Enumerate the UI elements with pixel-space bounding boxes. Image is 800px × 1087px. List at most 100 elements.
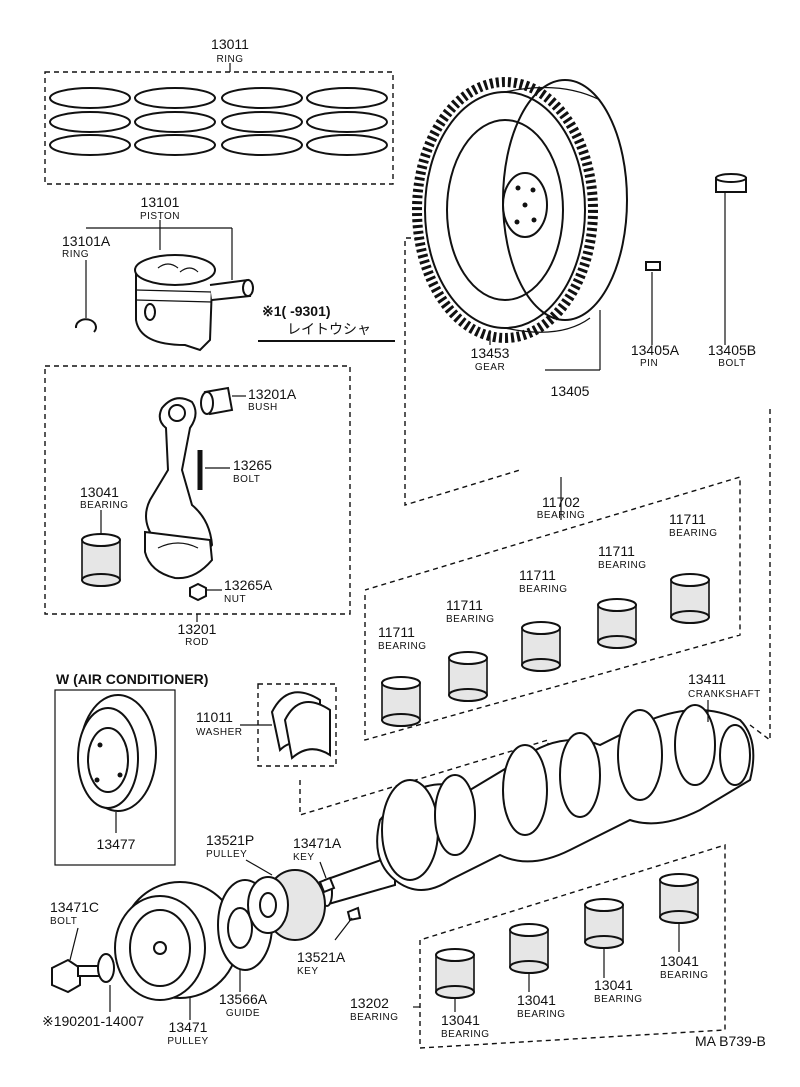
main-bearing-4-name: BEARING (598, 560, 647, 571)
pin-number: 13405A (631, 342, 680, 358)
ring-stack-4 (306, 87, 388, 156)
gear-number: 13453 (471, 345, 510, 361)
flywheel-number: 13405 (551, 383, 590, 399)
main-bearing-set-number: 11702 (542, 494, 580, 510)
rod-group: 13201A BUSH 13265 BOLT 13041 BEARING 132… (44, 365, 351, 648)
crank-pulley (114, 881, 239, 1001)
crankshaft-number: 13411 (688, 671, 726, 687)
lower-bearing-3-number: 13041 (594, 977, 633, 993)
key-a (318, 876, 336, 894)
main-bearing-1 (381, 676, 421, 727)
main-bearing-box (364, 476, 741, 741)
main-bearing-set-name: BEARING (537, 510, 586, 521)
pin-name: PIN (640, 358, 658, 369)
rod-body (145, 397, 214, 558)
key-a-number: 13471A (293, 835, 342, 851)
rod-bolt-number: 13265 (233, 457, 272, 473)
snap-ring (74, 318, 97, 333)
pulley-name: PULLEY (167, 1036, 208, 1047)
main-bearing-1-name: BEARING (378, 641, 427, 652)
gear-pulley-name: PULLEY (206, 849, 247, 860)
lower-bearing-4-number: 13041 (660, 953, 699, 969)
lower-bearing-set-number: 13202 (350, 995, 389, 1011)
lower-bearing-2-name: BEARING (517, 1009, 566, 1020)
lower-bearing-1 (435, 948, 475, 999)
front-bolt (51, 953, 115, 994)
key-b-name: KEY (297, 966, 319, 977)
gear-name: GEAR (475, 362, 505, 373)
key-a-name: KEY (293, 852, 315, 863)
rod-bearing-name: BEARING (80, 500, 129, 511)
gear-pulley-number: 13521P (206, 832, 254, 848)
crankshaft-group: 13411 CRANKSHAFT (299, 405, 771, 907)
front-bolt-number: 13471C (50, 899, 99, 915)
washer-group: 11011 WASHER (196, 683, 337, 767)
lower-bearing-2 (509, 923, 549, 974)
lower-bearing-3 (584, 898, 624, 949)
lower-bearing-set-name: BEARING (350, 1012, 399, 1023)
lower-bearing-group: 13202 BEARING 13041 BEARING 13041 BEARIN… (350, 844, 726, 1049)
key-b (346, 906, 362, 922)
lower-bearing-4 (659, 873, 699, 924)
fly-bolt-number: 13405B (708, 342, 756, 358)
lower-bearing-1-name: BEARING (441, 1029, 490, 1040)
lower-bearing-1-number: 13041 (441, 1012, 480, 1028)
front-bolt-name: BOLT (50, 916, 77, 927)
washer-number: 11011 (196, 709, 233, 725)
washer-name: WASHER (196, 727, 243, 738)
rod-bearing-number: 13041 (80, 484, 119, 500)
main-bearing-5 (670, 573, 710, 624)
main-bearing-2-number: 11711 (446, 597, 483, 613)
piston-ring-name: RING (62, 249, 89, 260)
bush-name: BUSH (248, 402, 278, 413)
fly-bolt-name: BOLT (718, 358, 745, 369)
piston-ring-number: 13101A (62, 233, 111, 249)
rod-bearing (81, 533, 121, 587)
washer-ref: ※190201-14007 (42, 1013, 144, 1029)
pulley-number: 13471 (169, 1019, 208, 1035)
ring-set-box (44, 71, 394, 185)
front-pulley-group: 13521P PULLEY 13471A KEY 13521A KEY 1347… (42, 832, 362, 1047)
ring-gear-teeth (412, 77, 598, 343)
piston-number: 13101 (141, 194, 180, 210)
main-bearing-3-name: BEARING (519, 584, 568, 595)
note-group: ※1( -9301) レイトウシャ (258, 303, 395, 342)
rod-nut (189, 582, 207, 602)
main-bearing-5-number: 11711 (669, 511, 706, 527)
rod-name: ROD (185, 637, 209, 648)
rod-cap (144, 530, 214, 580)
ring-stack-1 (49, 87, 131, 156)
ac-title: W (AIR CONDITIONER) (56, 671, 208, 687)
rod-bolt-name: BOLT (233, 474, 260, 485)
key-b-number: 13521A (297, 949, 346, 965)
piston-group: 13101 PISTON 13101A RING (62, 194, 254, 352)
lower-bearing-3-name: BEARING (594, 994, 643, 1005)
main-bearing-group: 11702 BEARING 11711 BEARING 11711 BEARIN… (364, 476, 741, 741)
note-line-2: レイトウシャ (287, 321, 371, 337)
bush-number: 13201A (248, 386, 297, 402)
ac-box (54, 689, 176, 866)
main-bearing-3-number: 11711 (519, 567, 556, 583)
piston-name: PISTON (140, 211, 180, 222)
ac-pulley-number: 13477 (97, 836, 136, 852)
flywheel-pin (645, 261, 661, 271)
timing-pulley (247, 869, 326, 941)
ring-set-name: RING (217, 54, 244, 65)
ring-set-group: 13011 RING (44, 36, 394, 185)
ring-stack-3 (221, 87, 303, 156)
lower-bearing-2-number: 13041 (517, 992, 556, 1008)
main-bearing-4 (597, 598, 637, 649)
guide-name: GUIDE (226, 1008, 260, 1019)
main-bearing-4-number: 11711 (598, 543, 635, 559)
main-bearing-5-name: BEARING (669, 528, 718, 539)
lower-bearing-4-name: BEARING (660, 970, 709, 981)
main-bearing-2-name: BEARING (446, 614, 495, 625)
guide-number: 13566A (219, 991, 268, 1007)
flywheel-bolt (715, 173, 747, 193)
rod-number: 13201 (178, 621, 217, 637)
ring-stack-2 (134, 87, 216, 156)
ring-set-number: 13011 (211, 36, 249, 52)
main-bearing-2 (448, 651, 488, 702)
